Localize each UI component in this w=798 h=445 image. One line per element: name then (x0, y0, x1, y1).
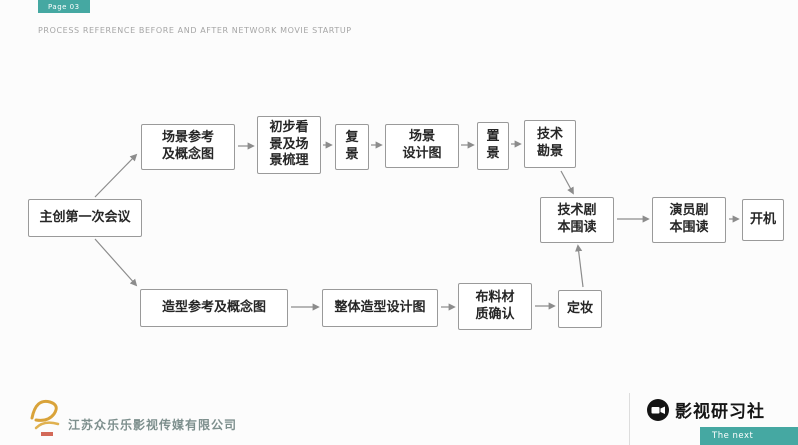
brand-block: 影视研习社 (646, 397, 765, 422)
flow-node-style-design: 整体造型设计图 (322, 289, 438, 327)
flow-node-tech-scout: 技术 勘景 (524, 120, 576, 168)
flow-node-fabric: 布料材 质确认 (458, 283, 532, 330)
company-name: 江苏众乐乐影视传媒有限公司 (68, 418, 238, 432)
slide-subtitle: PROCESS REFERENCE BEFORE AND AFTER NETWO… (38, 26, 352, 35)
flow-node-actor-read: 演员剧 本围读 (652, 197, 726, 243)
flow-node-boot: 开机 (742, 199, 784, 241)
arrow-meeting-to-style-ref (94, 238, 138, 287)
arrow-tech-scout-to-tech-read (560, 170, 574, 195)
next-slide-bar: The next (700, 427, 798, 445)
arrow-meeting-to-scene-ref (94, 153, 138, 198)
flow-node-scene-ref: 场景参考 及概念图 (141, 124, 235, 170)
flow-node-scene-design: 场景 设计图 (385, 124, 459, 168)
arrow-makeup-to-tech-read (575, 244, 584, 288)
flow-node-prelim-scout: 初步看 景及场 景梳理 (257, 116, 321, 174)
flow-node-makeup: 定妆 (558, 290, 602, 328)
flow-node-meeting: 主创第一次会议 (28, 199, 142, 237)
flow-node-revisit: 复 景 (335, 124, 369, 170)
company-logo-icon (26, 392, 66, 438)
flow-node-style-ref: 造型参考及概念图 (140, 289, 288, 327)
brand-name: 影视研习社 (675, 402, 765, 422)
flow-node-tech-read: 技术剧 本围读 (540, 197, 614, 243)
footer-divider (629, 393, 630, 445)
flow-node-set-build: 置 景 (477, 122, 509, 170)
brand-logo-icon (647, 398, 669, 421)
page-number-badge: Page 03 (38, 0, 90, 13)
